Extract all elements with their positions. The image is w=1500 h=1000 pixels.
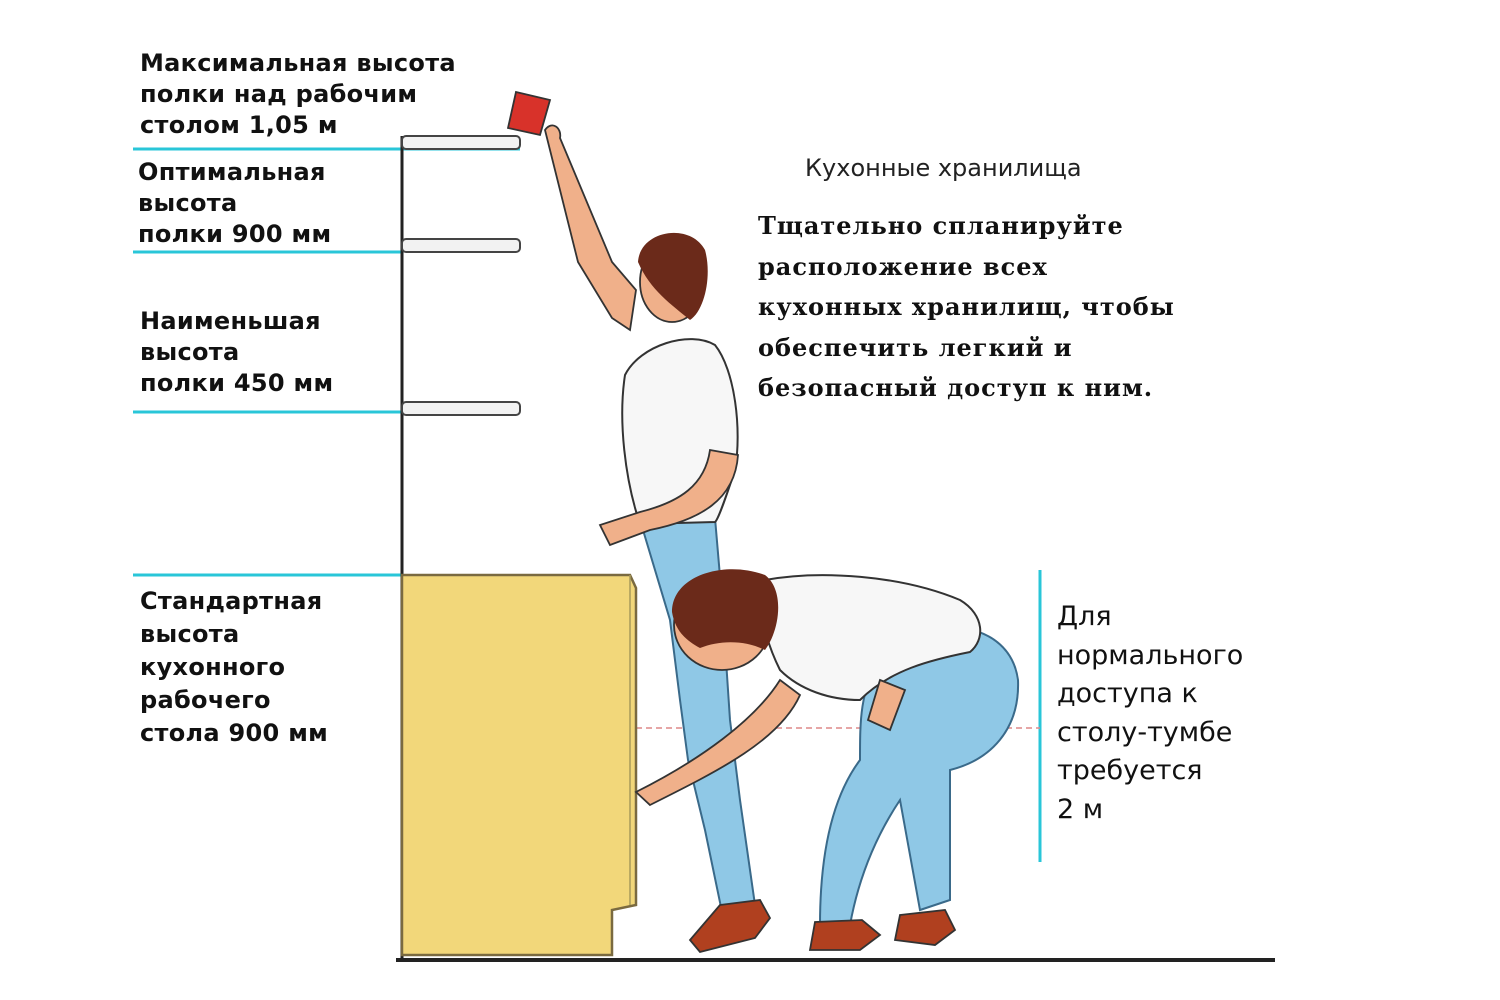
crouching-person-hair [672, 569, 779, 650]
shelf-middle [401, 238, 521, 253]
crouching-person-arm [634, 678, 802, 807]
standing-person-lower-arm [598, 448, 739, 547]
shelf-top [401, 135, 521, 150]
crouching-person-shoe-back [893, 909, 957, 946]
standard-counter-height-label: Стандартная высота кухонного рабочего ст… [140, 587, 329, 747]
shelf-bottom [401, 401, 521, 416]
min-shelf-height-label: Наименьшая высота полки 450 мм [140, 307, 334, 397]
crouching-person-shoe-front [808, 919, 882, 951]
crouching-person-hand-knee [866, 678, 907, 732]
standing-person-hair [638, 232, 708, 320]
max-shelf-height-label: Максимальная высота полки над рабочим ст… [140, 49, 456, 139]
cup [506, 90, 552, 137]
access-space-note: Для нормального доступа к столу-тумбе тр… [1057, 601, 1244, 825]
optimal-shelf-height-label: Оптимальная высота полки 900 мм [138, 158, 332, 248]
standing-person-shoe [688, 899, 772, 954]
description-text: Тщательно спланируйте расположение всех … [758, 211, 1175, 402]
kitchen-cabinet [400, 573, 638, 957]
diagram-title: Кухонные хранилища [805, 154, 1082, 182]
crouching-person-shirt [759, 574, 982, 702]
standing-person-arm [544, 124, 637, 332]
crouching-person-jeans [818, 627, 1020, 926]
